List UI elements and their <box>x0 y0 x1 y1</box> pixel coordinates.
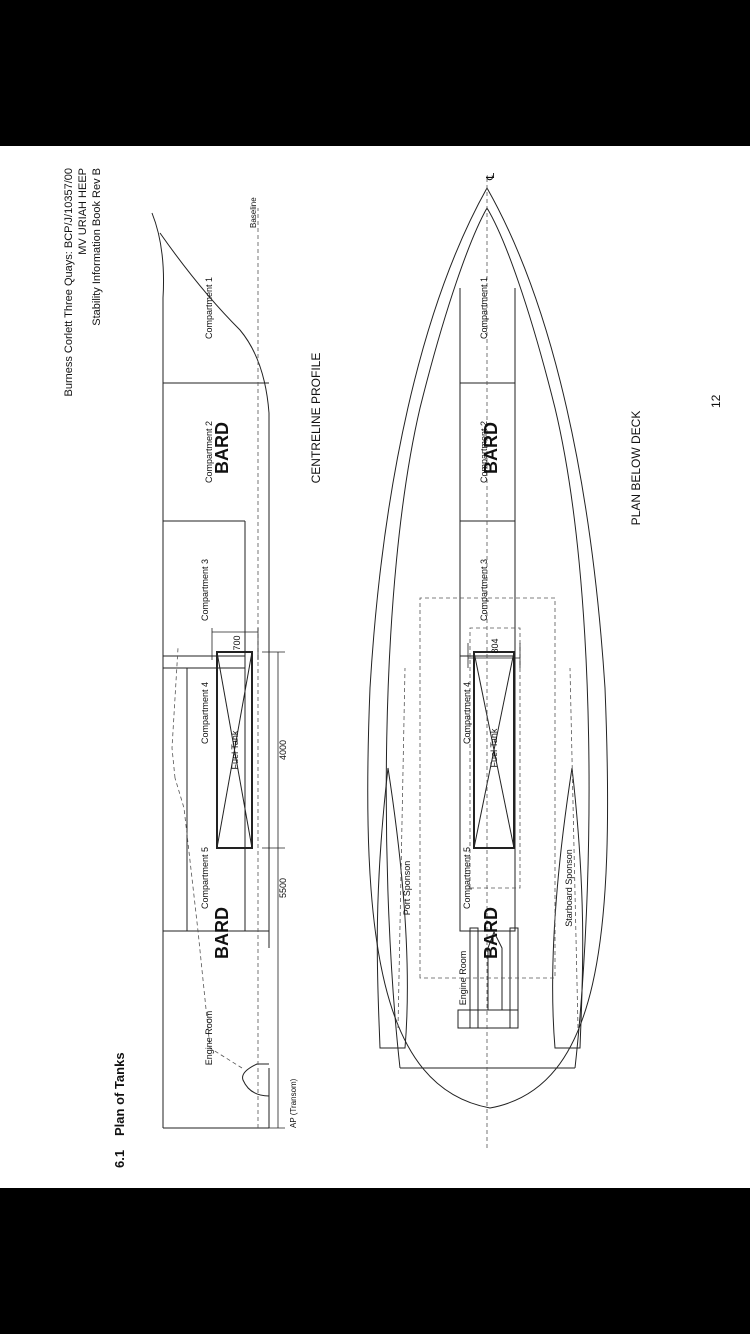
bottom-black-bar <box>0 1188 750 1334</box>
plan-port-sponson: Port Sponson <box>402 861 412 916</box>
plan-centreline-symbol: ℄ <box>485 173 497 181</box>
profile-dim-5500: 5500 <box>278 878 288 898</box>
watermark-4: BARD <box>481 907 501 959</box>
profile-ap-label: AP (Transom) <box>289 1078 298 1128</box>
profile-compartment-3: Compartment 3 <box>200 559 210 621</box>
plan-compartment-5: Compartment 5 <box>462 847 472 909</box>
profile-dim-4000: 4000 <box>278 740 288 760</box>
plan-compartment-1: Compartment 1 <box>479 277 489 339</box>
profile-engine-room: Engine Room <box>204 1011 214 1066</box>
watermark-2: BARD <box>212 907 232 959</box>
section-number: 6.1 <box>112 1150 127 1168</box>
plan-engine-room: Engine Room <box>458 951 468 1006</box>
section-title: Plan of Tanks <box>112 1052 127 1136</box>
plan-compartment-2: Compartment 2 <box>479 421 489 483</box>
profile-fuel-tank <box>216 651 253 849</box>
plan-dimension <box>467 643 521 668</box>
profile-dimensions <box>211 628 285 1129</box>
profile-compartment-5: Compartment 5 <box>200 847 210 909</box>
profile-compartment-2: Compartment 2 <box>204 421 214 483</box>
plan-title: PLAN BELOW DECK <box>629 411 643 526</box>
page-number: 12 <box>709 394 723 408</box>
plan-compartment-3: Compartment 3 <box>479 559 489 621</box>
document-page: Burness Corlett Three Quays: BCP/J/10357… <box>0 146 750 1188</box>
plan-compartment-4: Compartment 4 <box>462 682 472 744</box>
profile-baseline-label: Baseline <box>249 197 258 228</box>
profile-fuel-tank-label: Fuel Tank <box>230 730 240 769</box>
profile-compartment-4: Compartment 4 <box>200 682 210 744</box>
header-line-3: Stability Information Book Rev B <box>91 168 103 326</box>
profile-title: CENTRELINE PROFILE <box>309 353 323 484</box>
rotated-drawing-sheet: Burness Corlett Three Quays: BCP/J/10357… <box>0 146 750 1188</box>
plan-dim-804: 804 <box>490 638 500 653</box>
plan-fuel-tank-label: Fuel Tank <box>489 728 499 767</box>
profile-compartment-1: Compartment 1 <box>204 277 214 339</box>
header-line-2: MV URIAH HEEP <box>77 168 89 255</box>
watermark-3: BARD <box>481 422 501 474</box>
port-sponson <box>376 767 408 1049</box>
watermark-1: BARD <box>212 422 232 474</box>
tank-plan-drawing: Burness Corlett Three Quays: BCP/J/10357… <box>63 168 723 1168</box>
plan-fuel-tank <box>473 651 515 849</box>
plan-starboard-sponson: Starboard Sponson <box>564 849 574 927</box>
plan-dashed-lines <box>397 178 579 1148</box>
header-line-1: Burness Corlett Three Quays: BCP/J/10357… <box>63 168 75 396</box>
profile-dashed-lines <box>171 208 259 1128</box>
top-black-bar <box>0 0 750 146</box>
profile-dim-700: 700 <box>232 635 242 650</box>
centreline-profile <box>151 212 270 1129</box>
